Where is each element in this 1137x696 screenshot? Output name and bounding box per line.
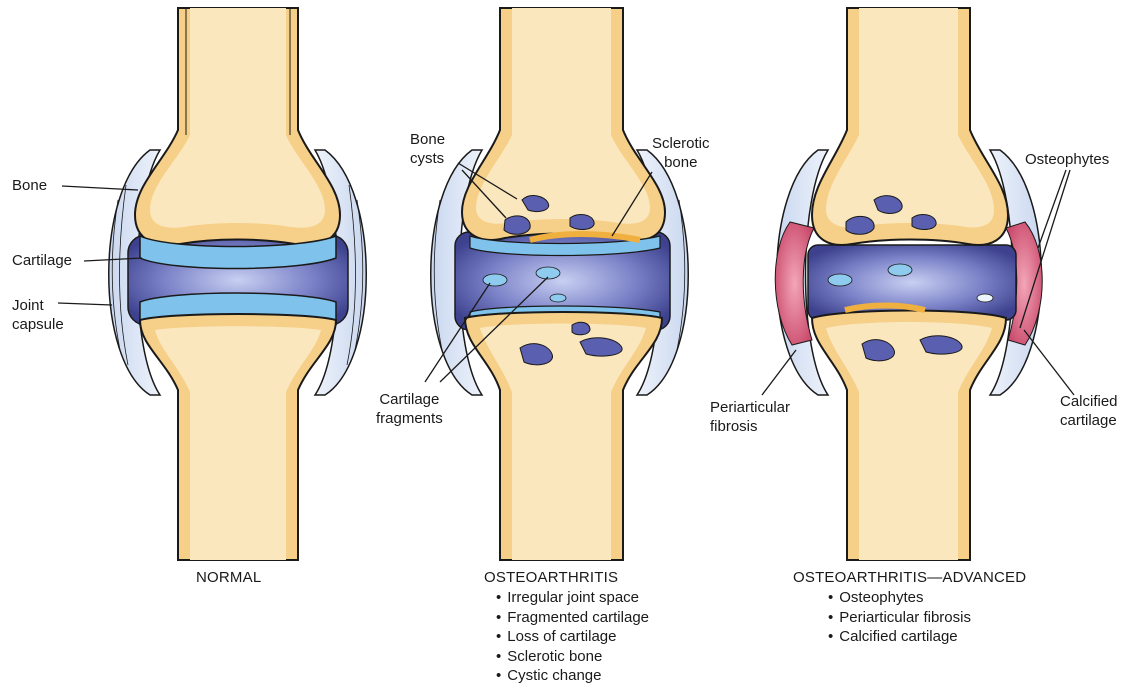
bullet-item: Osteophytes — [828, 588, 971, 608]
label-sclerotic-bone-line2: bone — [652, 153, 710, 172]
bullet-item: Calcified cartilage — [828, 627, 971, 647]
label-bone: Bone — [12, 176, 47, 195]
label-joint-capsule-line1: Joint — [12, 296, 64, 315]
bullet-item: Fragmented cartilage — [496, 608, 649, 628]
bone-cyst — [570, 215, 594, 230]
leader-line-capsule — [58, 303, 112, 305]
label-sclerotic-bone-line1: Sclerotic — [652, 134, 710, 153]
bullet-list-osteoarthritis: Irregular joint space Fragmented cartila… — [496, 588, 649, 686]
label-cartilage-fragments-line1: Cartilage — [376, 390, 443, 409]
bullet-item: Sclerotic bone — [496, 647, 649, 667]
bullet-item: Cystic change — [496, 666, 649, 686]
advanced-osteoarthritis-joint — [762, 8, 1074, 560]
bullet-item: Periarticular fibrosis — [828, 608, 971, 628]
label-joint-capsule-line2: capsule — [12, 315, 64, 334]
label-periarticular-fibrosis: Periarticular fibrosis — [710, 398, 790, 436]
label-joint-capsule: Joint capsule — [12, 296, 64, 334]
bone-cyst — [572, 322, 590, 335]
bullet-list-advanced: Osteophytes Periarticular fibrosis Calci… — [828, 588, 971, 647]
label-bone-cysts-line2: cysts — [410, 149, 445, 168]
label-cartilage-fragments-line2: fragments — [376, 409, 443, 428]
label-periarticular-fibrosis-line2: fibrosis — [710, 417, 790, 436]
label-calcified-cartilage-line2: cartilage — [1060, 411, 1118, 430]
label-calcified-cartilage: Calcified cartilage — [1060, 392, 1118, 430]
label-cartilage: Cartilage — [12, 251, 72, 270]
cartilage-fragment — [483, 274, 507, 286]
label-sclerotic-bone: Sclerotic bone — [652, 134, 710, 172]
label-bone-cysts: Bone cysts — [410, 130, 445, 168]
panel-title-advanced: OSTEOARTHRITIS—ADVANCED — [793, 568, 1026, 587]
label-cartilage-fragments: Cartilage fragments — [376, 390, 443, 428]
label-periarticular-fibrosis-line1: Periarticular — [710, 398, 790, 417]
osteoarthritis-joint — [425, 8, 688, 560]
normal-joint — [58, 8, 366, 560]
cartilage-fragment — [550, 294, 566, 302]
bullet-item: Loss of cartilage — [496, 627, 649, 647]
panel-title-normal: NORMAL — [196, 568, 261, 587]
bone-cyst — [504, 216, 530, 234]
label-bone-cysts-line1: Bone — [410, 130, 445, 149]
bullet-item: Irregular joint space — [496, 588, 649, 608]
label-calcified-cartilage-line1: Calcified — [1060, 392, 1118, 411]
label-osteophytes: Osteophytes — [1025, 150, 1109, 169]
panel-title-osteoarthritis: OSTEOARTHRITIS — [484, 568, 618, 587]
